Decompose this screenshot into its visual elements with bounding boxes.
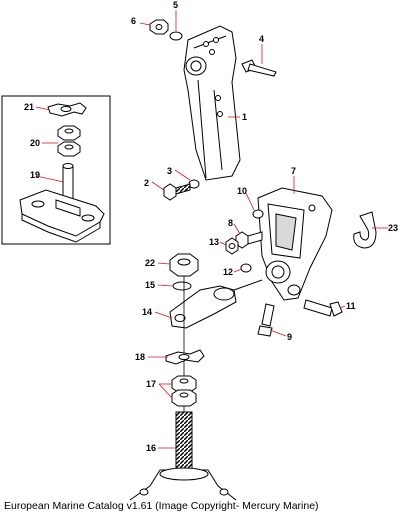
- callout-17: 17: [146, 379, 156, 389]
- callout-22: 22: [145, 258, 155, 268]
- part-8-bolt: [235, 231, 263, 249]
- part-13-nut: [225, 237, 239, 255]
- part-19-pivot-base: [19, 163, 105, 243]
- part-22-nut: [169, 253, 199, 277]
- callout-6: 6: [131, 16, 136, 26]
- part-10-washer: [252, 209, 264, 219]
- part-6-nut: [149, 19, 169, 35]
- callout-21: 21: [24, 102, 34, 112]
- callout-1: 1: [242, 112, 247, 122]
- part-2-bolt: [163, 183, 191, 201]
- leader-lines: [35, 10, 388, 449]
- callout-12: 12: [223, 267, 233, 277]
- callout-2: 2: [144, 178, 149, 188]
- base-housing: [129, 467, 237, 501]
- callout-18: 18: [135, 352, 145, 362]
- part-4-bolt: [241, 59, 277, 77]
- callout-23: 23: [388, 223, 398, 233]
- part-20-nuts: [57, 125, 81, 157]
- part-11-bolt: [303, 299, 343, 317]
- part-21-tab-washer: [47, 102, 87, 117]
- part-15-washer: [172, 281, 192, 291]
- part-12-washer: [240, 263, 252, 273]
- part-16-threaded-stud: [175, 411, 193, 475]
- callout-labels: 5 6 4 1 3 2 7 10 8 13 12 23 11 9 22 15 1…: [24, 0, 398, 453]
- callout-15: 15: [145, 280, 155, 290]
- callout-10: 10: [237, 186, 247, 196]
- inset-frame: [1, 95, 111, 245]
- callout-13: 13: [209, 237, 219, 247]
- callout-19: 19: [30, 170, 40, 180]
- callout-8: 8: [228, 218, 233, 228]
- callout-3: 3: [167, 166, 172, 176]
- part-18-tab-washer: [165, 349, 205, 365]
- callout-7: 7: [291, 166, 296, 176]
- callout-14: 14: [142, 307, 152, 317]
- part-17-nuts: [171, 375, 197, 407]
- callout-4: 4: [259, 34, 264, 44]
- copyright-caption: European Marine Catalog v1.61 (Image Cop…: [4, 500, 319, 512]
- callout-11: 11: [346, 301, 356, 311]
- callout-9: 9: [287, 332, 292, 342]
- part-14-tiller-arm: [169, 279, 263, 329]
- part-5-washer: [169, 31, 183, 41]
- part-9-stud: [257, 303, 275, 337]
- part-1-arm-bracket: [183, 25, 241, 181]
- callout-5: 5: [173, 0, 178, 10]
- callout-20: 20: [30, 138, 40, 148]
- callout-16: 16: [146, 443, 156, 453]
- part-7-main-bracket: [257, 187, 333, 301]
- part-23-clip: [353, 211, 377, 249]
